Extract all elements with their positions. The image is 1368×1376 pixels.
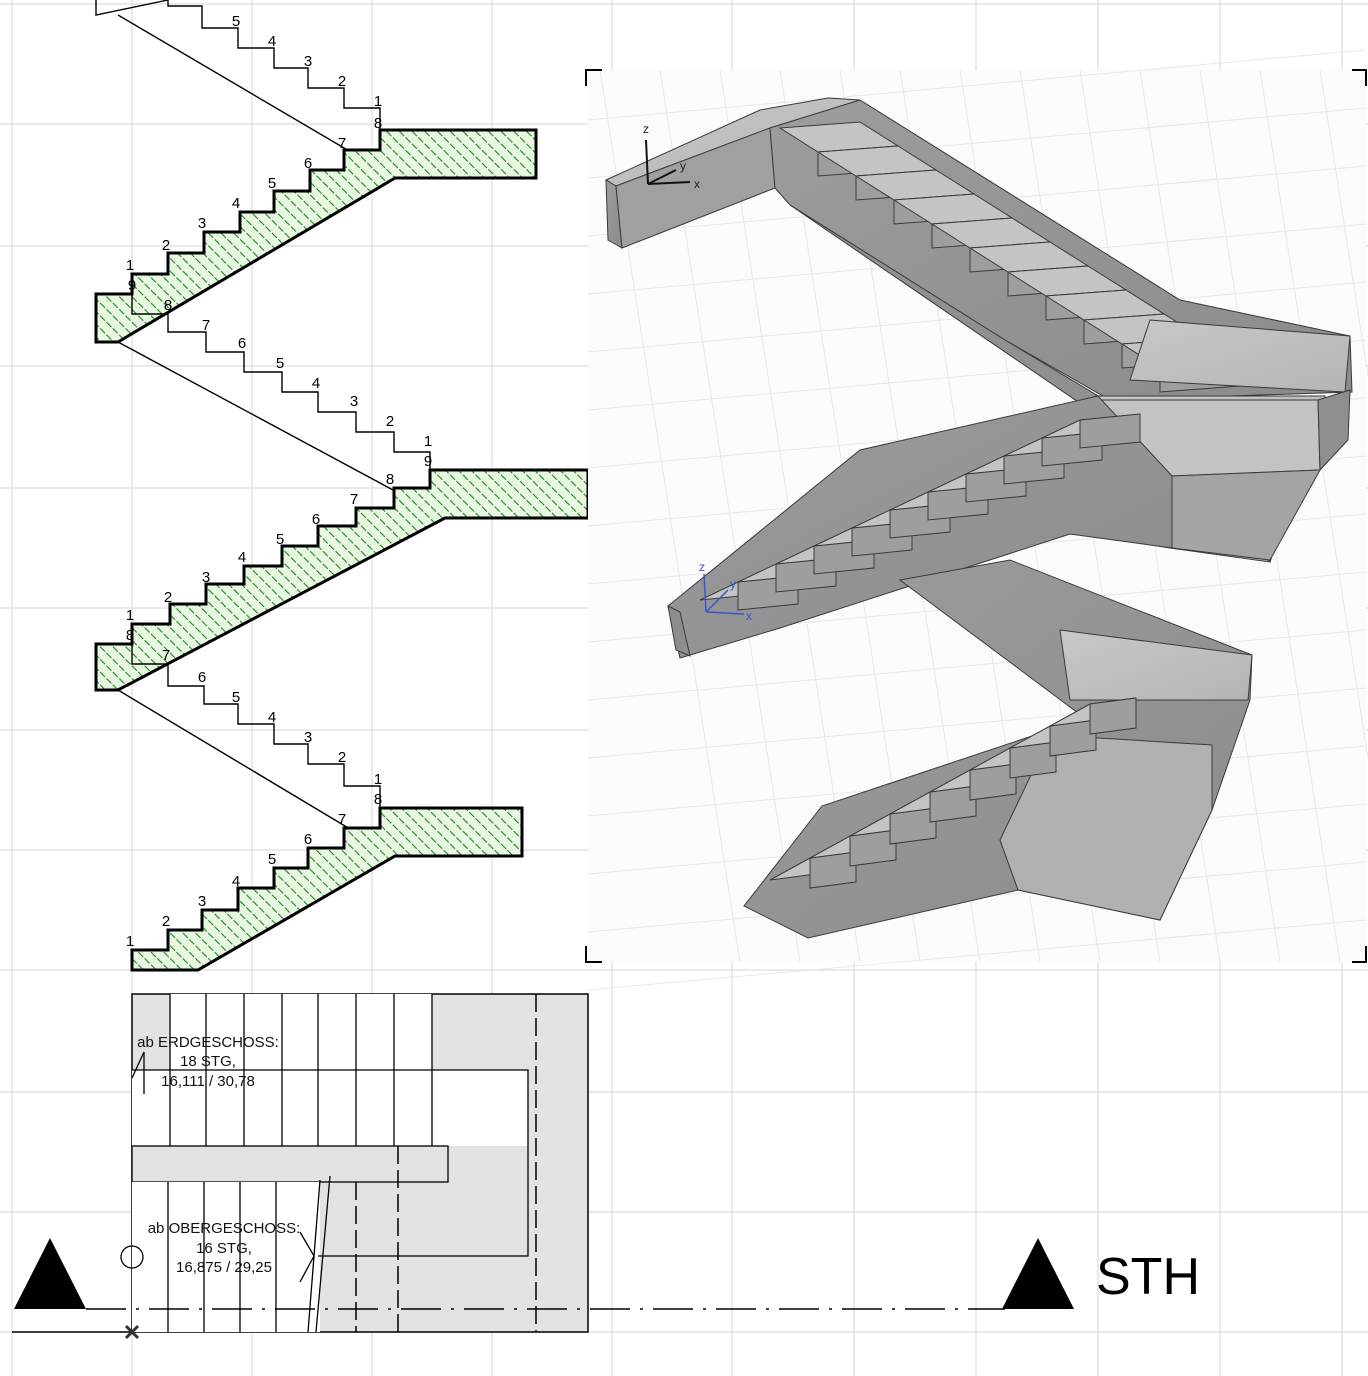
step-number: 5 <box>268 851 276 868</box>
section-profile-lower <box>131 644 381 808</box>
step-number: 1 <box>126 933 134 950</box>
plan-break-line-2 <box>315 1175 331 1333</box>
lower-flight <box>743 559 1253 939</box>
step-number: 6 <box>198 669 206 686</box>
origin-cross-icon[interactable] <box>124 1324 140 1340</box>
step-number: 9 <box>424 453 432 470</box>
step-number: 4 <box>268 33 276 50</box>
axis-label-z-top: z <box>643 122 649 136</box>
plan-break-line-1 <box>307 1179 321 1333</box>
step-number: 4 <box>312 375 320 392</box>
section-underside-mid <box>117 341 446 519</box>
plan-upper-landing-area <box>132 1070 528 1146</box>
step-number: 7 <box>202 317 210 334</box>
step-number: 6 <box>304 155 312 172</box>
step-number: 1 <box>126 257 134 274</box>
step-number: 7 <box>162 647 170 664</box>
step-number: 5 <box>268 175 276 192</box>
step-number: 2 <box>338 73 346 90</box>
section-marker-left-icon[interactable] <box>14 1238 86 1309</box>
perspective-grid-line <box>587 49 1367 121</box>
section-cut-line: STH <box>12 1238 1200 1340</box>
step-number: 3 <box>198 215 206 232</box>
step-number: 8 <box>374 115 382 132</box>
perspective-grid-line <box>1319 69 1368 380</box>
step-number: 5 <box>232 13 240 30</box>
lower-flight-steps <box>769 697 1137 889</box>
step-number: 1 <box>126 607 134 624</box>
mid-flight <box>667 395 1173 659</box>
section-marker-right-icon[interactable] <box>1002 1238 1074 1309</box>
step-number: 4 <box>232 195 240 212</box>
step-number: 5 <box>276 355 284 372</box>
step-number: 2 <box>162 913 170 930</box>
step-number: 7 <box>338 811 346 828</box>
plan-mid-landing <box>131 1145 449 1183</box>
axis-triad-mid: z y x <box>699 560 752 623</box>
step-number: 8 <box>126 627 134 644</box>
step-number: 2 <box>386 413 394 430</box>
plan-note-lower-line3: 16,875 / 29,25 <box>176 1259 272 1276</box>
section-profile-upper <box>95 0 381 130</box>
plan-note-lower-line2: 16 STG, <box>196 1240 252 1257</box>
step-number: 3 <box>304 729 312 746</box>
plan-note-lower-line1: ab OBERGESCHOSS: <box>148 1220 301 1237</box>
step-number: 3 <box>198 893 206 910</box>
perspective-grid-line <box>587 919 1367 991</box>
axis-label-y-top: y <box>680 159 686 173</box>
step-number: 8 <box>374 791 382 808</box>
section-marker-label: STH <box>1096 1248 1200 1306</box>
step-number: 3 <box>304 53 312 70</box>
plan-start-circle <box>120 1245 144 1269</box>
stair-riser <box>1079 413 1141 449</box>
plan-walkline-upper <box>132 1069 529 1257</box>
step-number: 3 <box>202 569 210 586</box>
step-number: 9 <box>128 277 136 294</box>
axis-triad-top: z y x <box>643 122 700 191</box>
hatched-flight-top <box>94 128 538 344</box>
step-number: 1 <box>374 771 382 788</box>
axis-label-y-mid: y <box>730 577 736 591</box>
plan-note-upper-line2: 18 STG, <box>180 1053 236 1070</box>
viewport-corner-brackets <box>585 69 1367 963</box>
step-number: 4 <box>268 709 276 726</box>
perspective-grid-line <box>1259 69 1368 762</box>
step-number: 6 <box>304 831 312 848</box>
perspective-grid-line <box>587 629 1367 701</box>
step-number: 5 <box>276 531 284 548</box>
axis-label-x-mid: x <box>746 609 752 623</box>
step-number: 5 <box>232 689 240 706</box>
step-number: 7 <box>338 135 346 152</box>
hatched-flight-bottom <box>130 806 524 972</box>
axis-label-z-mid: z <box>699 560 705 574</box>
section-profile-mid <box>131 294 431 470</box>
step-number: 4 <box>232 873 240 890</box>
plan-walkline-arrow <box>131 1051 145 1094</box>
step-number: 7 <box>350 491 358 508</box>
plan-lower-flight-area <box>132 1182 320 1332</box>
step-number: 6 <box>312 511 320 528</box>
step-number: 1 <box>374 93 382 110</box>
step-number: 2 <box>164 589 172 606</box>
mid-flight-steps <box>699 413 1141 611</box>
step-number-labels: 5 4 3 2 1 1 2 3 4 5 6 7 8 9 8 7 6 5 4 3 2 1 9 1 2 3 4 5 6 7 8 8 7 6 5 4 3 2 1 1… <box>126 13 432 950</box>
stair-riser <box>1089 697 1137 735</box>
stair-plan-view: ab ERDGESCHOSS: 18 STG, 16,111 / 30,78 a… <box>120 993 589 1333</box>
step-number: 8 <box>164 297 172 314</box>
step-number: 2 <box>338 749 346 766</box>
step-number: 2 <box>162 237 170 254</box>
upper-flight <box>769 99 1353 411</box>
step-number: 8 <box>386 471 394 488</box>
step-number: 1 <box>424 433 432 450</box>
step-number: 6 <box>238 335 246 352</box>
step-number: 4 <box>238 549 246 566</box>
plan-note-upper-line3: 16,111 / 30,78 <box>161 1073 255 1090</box>
axis-label-x-top: x <box>694 177 700 191</box>
step-number: 3 <box>350 393 358 410</box>
stair-3d-view: z y x z y x <box>585 49 1368 991</box>
plan-note-upper-line1: ab ERDGESCHOSS: <box>137 1034 279 1051</box>
